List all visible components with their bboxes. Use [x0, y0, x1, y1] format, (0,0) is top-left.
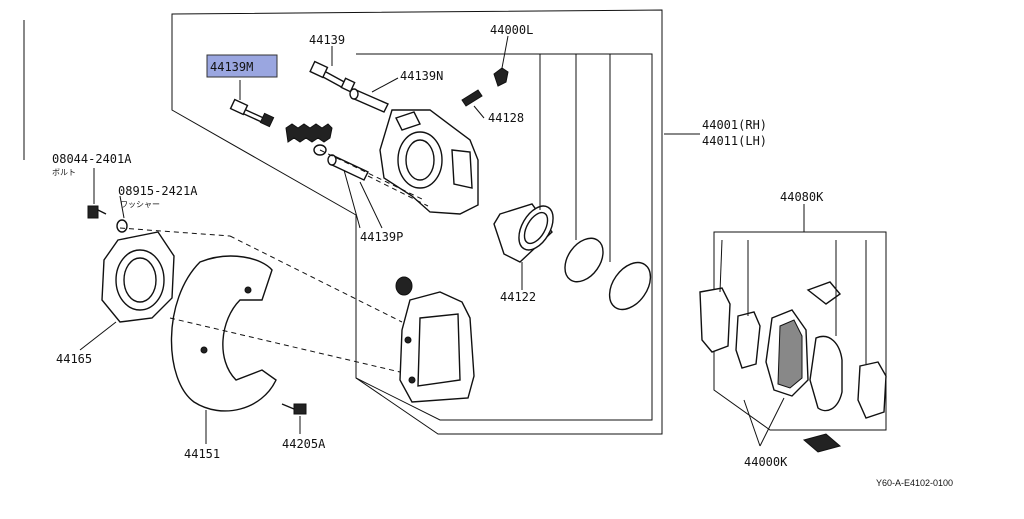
caliper-inner-frame [355, 53, 653, 421]
leader-lines [79, 35, 867, 447]
diagram-reference-code: Y60-A-E4102-0100 [876, 478, 953, 488]
bolt-44205A-drawing[interactable] [281, 403, 307, 415]
bolt-44139-drawing[interactable] [309, 60, 356, 93]
sleeve-44139N-drawing[interactable] [349, 88, 389, 113]
pin-boot-drawing[interactable] [285, 123, 333, 156]
label-44139P[interactable]: 44139P [360, 230, 403, 244]
label-08915-2421A[interactable]: 08915-2421A [118, 184, 198, 198]
caliper-body-drawing[interactable] [379, 109, 479, 215]
label-44122[interactable]: 44122 [500, 290, 536, 304]
washer-08915-drawing[interactable] [116, 219, 128, 233]
sleeve-44139P-drawing[interactable] [327, 154, 369, 181]
label-44139[interactable]: 44139 [309, 33, 345, 47]
brake-pad-outer-drawing[interactable] [809, 335, 887, 419]
dust-shield-44151-drawing[interactable] [170, 255, 277, 412]
label-44001-rh[interactable]: 44001(RH) [702, 118, 767, 132]
backing-plate-44165-drawing[interactable] [101, 231, 175, 323]
label-44128[interactable]: 44128 [488, 111, 524, 125]
label-44139N[interactable]: 44139N [400, 69, 443, 83]
bleeder-screw-44128-drawing[interactable] [461, 67, 509, 107]
brake-pad-inner-drawing[interactable] [765, 309, 809, 397]
piston-44122-drawing[interactable] [493, 200, 560, 263]
label-44151[interactable]: 44151 [184, 447, 220, 461]
label-44000K[interactable]: 44000K [744, 455, 788, 469]
caliper-assembly-frame [171, 9, 663, 435]
label-44080K[interactable]: 44080K [780, 190, 824, 204]
pad-clip-drawing[interactable] [802, 281, 842, 453]
label-08044-sub: ボルト [52, 168, 76, 177]
bolt-08044-drawing[interactable] [87, 205, 107, 219]
anti-squeal-shim-drawing[interactable] [699, 287, 761, 369]
assembly-dashed-lines [119, 149, 429, 373]
piston-seal-ring-drawing[interactable] [557, 231, 659, 317]
torque-member-boot-drawing[interactable] [395, 276, 413, 296]
label-44139M[interactable]: 44139M [210, 60, 253, 74]
bolt-44139M-drawing[interactable] [229, 98, 275, 128]
label-44165[interactable]: 44165 [56, 352, 92, 366]
label-08044-2401A[interactable]: 08044-2401A [52, 152, 132, 166]
highlight-box-44139M[interactable] [206, 54, 278, 78]
torque-member-bracket-drawing[interactable] [399, 291, 475, 403]
label-08915-sub: ワッシャー [120, 200, 160, 209]
label-44000L[interactable]: 44000L [490, 23, 533, 37]
label-44205A[interactable]: 44205A [282, 437, 326, 451]
label-44011-lh[interactable]: 44011(LH) [702, 134, 767, 148]
pad-kit-frame [713, 231, 887, 431]
